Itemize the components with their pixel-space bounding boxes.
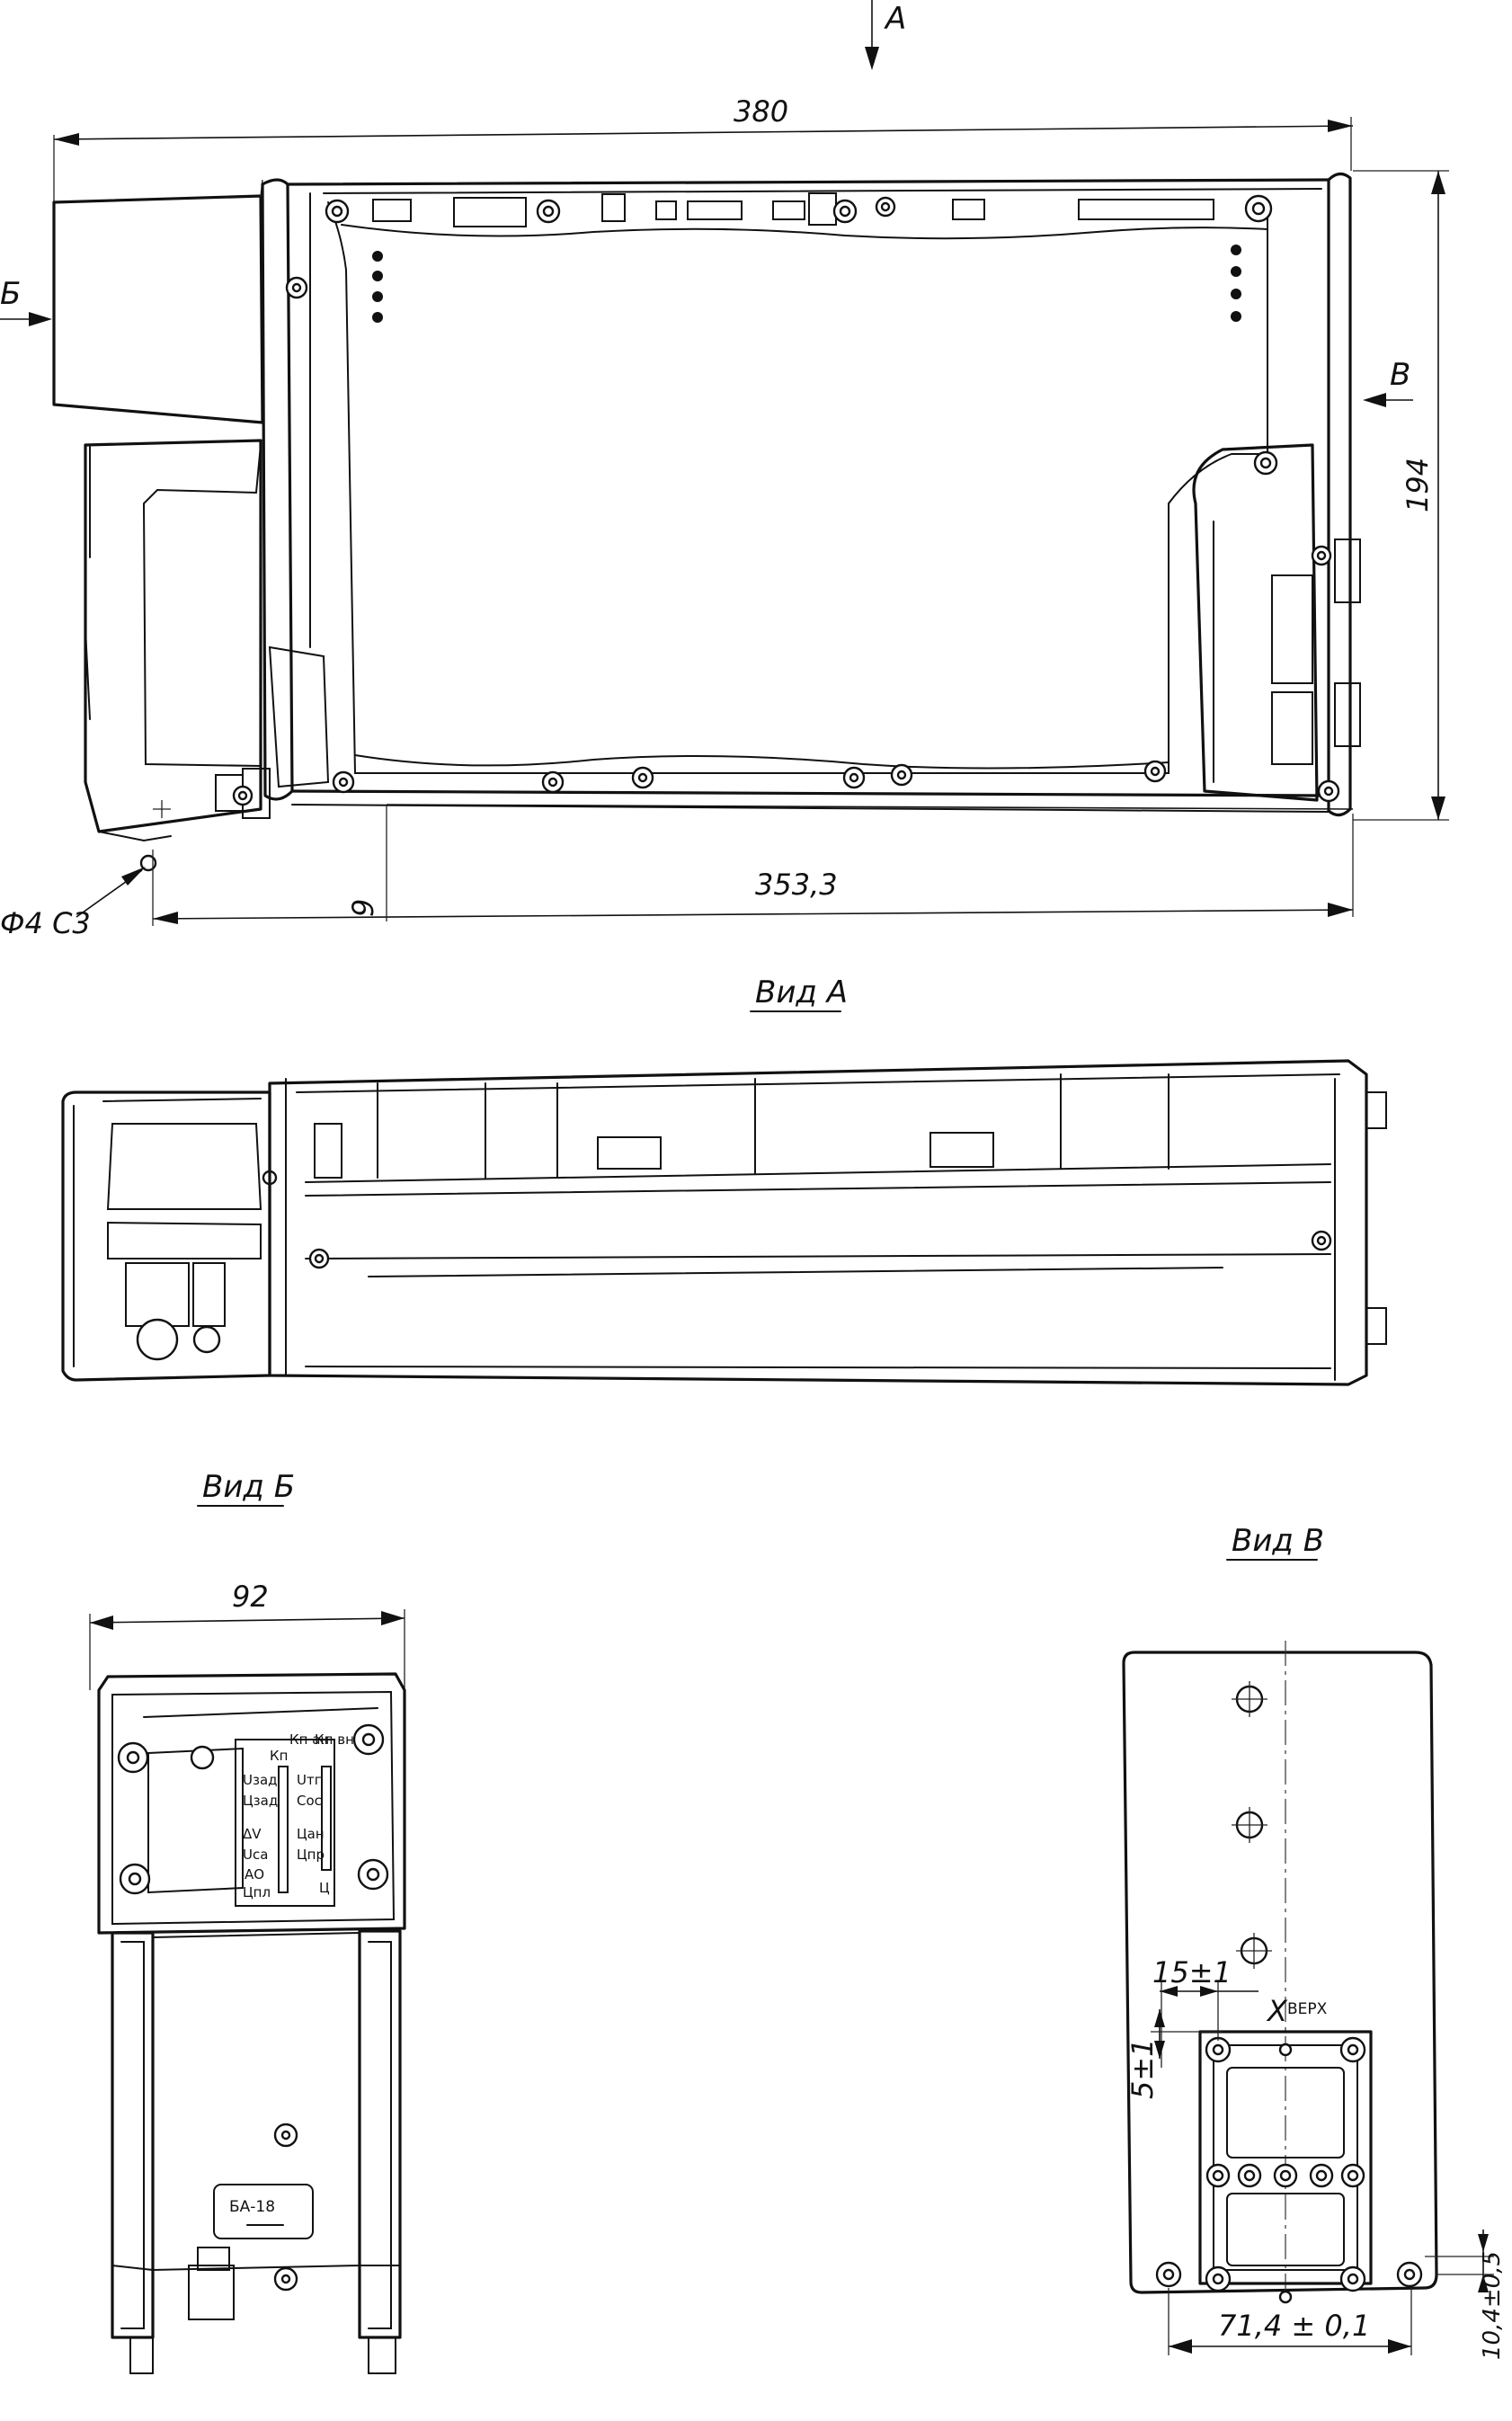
term-left-4: АО (245, 1866, 264, 1883)
view-v-title: Вид В (1232, 1523, 1324, 1559)
left-housing-upper (52, 179, 264, 424)
left-housing-lower (84, 439, 262, 872)
main-view: A 380 Б (0, 0, 1449, 940)
term-left-3: Uса (243, 1847, 268, 1863)
view-b-arrow: Б (0, 276, 52, 326)
term-mid-4: Цпр (297, 1847, 325, 1863)
view-v-arrow: В (1363, 357, 1413, 407)
hole-callout: Ф4 С3 (0, 867, 146, 940)
dim-15-label: 15±1 (1152, 1955, 1232, 1989)
dim-353: 353,3 9 (152, 804, 1354, 926)
dim-9-label: 9 (346, 899, 380, 917)
dim-194: 194 (1353, 170, 1449, 821)
dim-92-label: 92 (232, 1580, 269, 1614)
view-v: Вид В 15±1 X В (1122, 1523, 1506, 2360)
term-mid-1: Uтг (297, 1772, 322, 1788)
term-mid-0: Кп (270, 1748, 288, 1764)
view-b-title: Вид Б (202, 1469, 295, 1505)
bottom-screws (232, 760, 1340, 806)
view-b: Вид Б 92 Uзад Цзад ΔV Uса АО Цпл Кп Uтг (89, 1469, 406, 2374)
dim-380-label: 380 (734, 94, 788, 129)
dim-380: 380 (53, 94, 1354, 207)
top-connectors (285, 192, 1332, 566)
arrow-a-label: A (884, 1, 906, 37)
term-left-2: ΔV (243, 1826, 262, 1842)
terminal-labels: Uзад Цзад ΔV Uса АО Цпл Кп Uтг Сос Цан Ц… (243, 1731, 354, 1900)
dim-5-label: 5±1 (1125, 2038, 1160, 2099)
term-left-5: Цпл (243, 1884, 271, 1900)
term-left-1: Цзад (243, 1793, 278, 1809)
arrow-b-label: Б (0, 276, 21, 312)
view-a: Вид А (61, 975, 1387, 1386)
term-left-0: Uзад (243, 1772, 278, 1788)
term-right-0: Кп ан (289, 1731, 329, 1748)
hole-callout-label: Ф4 С3 (0, 906, 91, 940)
main-frame (215, 172, 1361, 819)
term-right-1: Кп вн (315, 1731, 354, 1748)
nameplate-label: БА-18 (229, 2198, 275, 2216)
top-label: ВЕРХ (1287, 2000, 1328, 2018)
term-mid-2: Сос (297, 1793, 322, 1809)
dim-194-label: 194 (1401, 458, 1435, 512)
term-mid-3: Цан (297, 1826, 325, 1842)
dim-10-label: 10,4±0,5 (1479, 2251, 1506, 2360)
arrow-v-label: В (1390, 357, 1410, 393)
dim-71-label: 71,4 ± 0,1 (1218, 2309, 1370, 2343)
view-a-arrow: A (865, 0, 906, 70)
term-right-2: Ц (319, 1880, 330, 1896)
x-label: X (1266, 1994, 1288, 2028)
view-a-title: Вид А (755, 975, 848, 1010)
dim-353-label: 353,3 (755, 868, 838, 902)
